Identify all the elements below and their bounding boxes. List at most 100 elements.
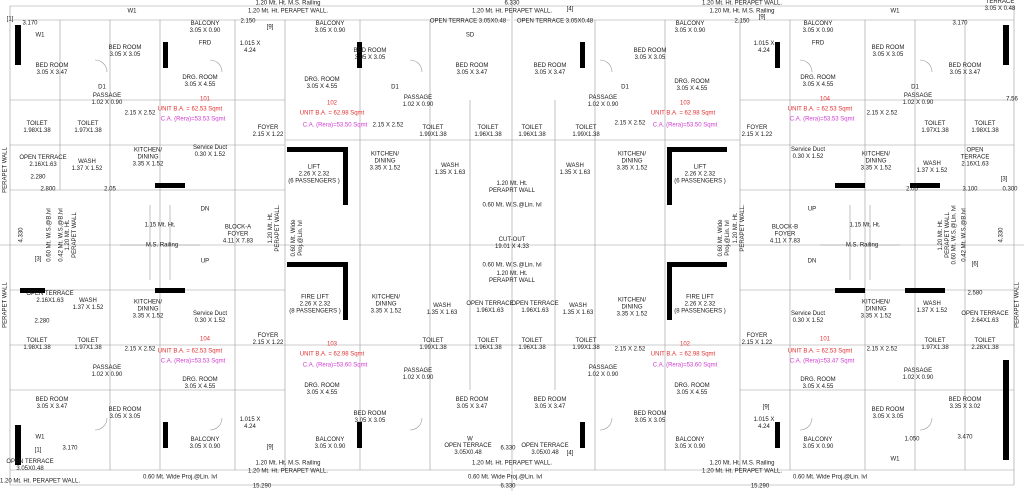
label-1050: 1.050 (904, 436, 920, 443)
room-bed-16: BED ROOM 3.35 X 3.02 (948, 397, 982, 410)
label-railing-top-1: 1.20 Mt. Ht. M.S. Railing (255, 0, 321, 7)
room-drg-5: DRG. ROOM 3.05 X 4.55 (182, 377, 218, 390)
label-d1-2: D1 (391, 84, 399, 91)
label-2280-top: 2.280 (30, 174, 46, 181)
unit-ba-104: UNIT B.A. = 62.53 Sqmt (787, 106, 853, 113)
label-railing-bottom-1: 1.20 Mt. Ht. M.S. Railing (255, 460, 321, 467)
label-railing-top-2: 1.20 Mt. Ht. M.S. Railing (709, 8, 775, 15)
label-wide-proj-b2: 0.60 Mt. Wide Proj.@Lin. lvl (467, 474, 543, 481)
room-wash-5: WASH 1.37 X 1.52 (72, 298, 104, 311)
room-toilet-9: TOILET 1.98X1.38 (23, 338, 51, 351)
label-wide-proj-b1: 0.60 Mt. Wide Proj.@Lin. lvl (142, 474, 218, 481)
label-parapet-center: 1.20 Mt. Ht. PERAPRT WALL (489, 181, 535, 194)
room-toilet-10: TOILET 1.97X1.38 (74, 338, 102, 351)
label-4330-r: 4.330 (998, 227, 1005, 243)
room-toilet-13: TOILET 1.96X1.38 (518, 338, 546, 351)
room-bed-6: BED ROOM 3.05 X 3.05 (633, 48, 667, 61)
label-ht-perapet-r: 1.20 Mt. Ht. PERAPET WALL (938, 212, 951, 258)
room-foyer-1: FOYER 2.15 X 1.22 (252, 125, 284, 138)
unit-ca-104-b: C.A. (Rera)=53.53 Sqmt (160, 358, 226, 365)
unit-number-104: 104 (819, 96, 831, 103)
label-3470: 3.470 (957, 434, 973, 441)
room-drg-2: DRG. ROOM 3.05 X 4.55 (304, 77, 340, 90)
room-drg-6: DRG. ROOM 3.05 X 4.55 (304, 383, 340, 396)
room-passage-8: PASSAGE 1.02 X 0.90 (902, 368, 934, 381)
label-up-1: UP (200, 258, 210, 265)
room-balcony-7: BALCONY 3.05 X 0.90 (674, 437, 706, 450)
room-open-terrace-b1: OPEN TERRACE 3.05X0.48 (444, 443, 492, 456)
label-ws-center-2: 0.60 Mt. W.S.@Lin. lvl (482, 262, 542, 269)
label-parapet-bottom-4: 1.20 Mt. Ht. PERAPET WALL. (0, 478, 81, 485)
label-6330-bottom: 6.330 (500, 483, 516, 490)
room-block-a: BLOCK-A FOYER 4.11 X 7.83 (222, 224, 254, 245)
unit-ba-103: UNIT B.A. = 62.98 Sqmt (650, 110, 716, 117)
label-frd-1: FRD (198, 40, 212, 47)
unit-ba-102-b: UNIT B.A. = 62.98 Sqmt (650, 351, 716, 358)
tag-9: [9] (266, 24, 274, 31)
label-1015-3: 1.015 X 4.24 (239, 417, 261, 430)
room-bed-15: BED ROOM 3.05 X 3.05 (871, 407, 905, 420)
label-parapet-bottom-1: 1.20 Mt. Ht. PERAPET WALL. (247, 468, 329, 475)
room-open-terrace-top-2: OPEN TERRACE 3.05X0.48 (516, 18, 594, 25)
label-parapet-bottom-3: 1.20 Mt. Ht. PERAPET WALL. (471, 460, 553, 467)
label-ms-ht-1: 1.15 Mt. Ht. (144, 222, 176, 229)
label-215-252-6: 2.15 X 2.52 (614, 346, 646, 353)
room-kitchen-8: KITCHEN/ DINING 3.35 X 1.52 (860, 299, 892, 320)
label-215-252-1: 2.15 X 2.52 (124, 110, 156, 117)
room-bed-2: BED ROOM 3.05 X 3.47 (35, 63, 69, 76)
room-open-terrace-top-1: OPEN TERRACE 3.05X0.48 (429, 18, 507, 25)
room-passage-3: PASSAGE 1.02 X 0.90 (587, 95, 619, 108)
room-open-terrace-2: OPEN TERRACE 2.16X1.63 (960, 147, 990, 168)
label-parapet-center-2: 1.20 Mt. Ht. PERAPRT WALL (489, 271, 535, 284)
room-foyer-3: FOYER 2.15 X 1.22 (252, 333, 284, 346)
room-toilet-5: TOILET 1.96X1.38 (518, 125, 546, 138)
label-w1: W1 (127, 8, 137, 15)
room-kitchen-4: KITCHEN/ DINING 3.35 X 1.52 (860, 151, 892, 172)
label-1015-1: 1.015 X 4.24 (239, 41, 261, 54)
room-open-terrace-3: OPEN TERRACE 2.16X1.63 (26, 291, 74, 304)
room-wash-4: WASH 1.37 X 1.52 (916, 161, 948, 174)
unit-ca-101: C.A. (Rera)=53.53 Sqmt (160, 116, 226, 123)
label-wide-proj-b3: 0.60 Mt. Wide Proj.@Lin. lvl (792, 474, 868, 481)
room-bed-7: BED ROOM 3.05 X 3.05 (871, 45, 905, 58)
tag-1: [1] (6, 16, 14, 23)
room-balcony-6: BALCONY 3.05 X 0.90 (314, 437, 346, 450)
room-toilet-6: TOILET 1.99X1.38 (572, 125, 600, 138)
room-bed-1: BED ROOM 3.05 X 3.05 (108, 45, 142, 58)
unit-ca-103-b: C.A. (Rera)=53.60 Sqmt (302, 362, 368, 369)
label-railing-bottom-2: 1.20 Mt. Ht. M.S. Railing (709, 460, 775, 467)
label-perapet-l1: PERAPET WALL (2, 147, 9, 193)
room-bed-5: BED ROOM 3.05 X 3.47 (533, 63, 567, 76)
room-drg-8: DRG. ROOM 3.05 X 4.55 (800, 377, 836, 390)
room-fire-lift-1: FIRE LIFT 2.26 X 2.32 (8 PASSENGERS ) (289, 294, 341, 315)
tag-3-l: [3] (34, 256, 42, 263)
label-ht-perapet-c1: 1.20 Mt. Ht. PERAPET WALL. (268, 204, 281, 252)
room-lift-1: LIFT 2.26 X 2.32 (6 PASSENGERS ) (288, 164, 340, 185)
room-open-terrace-6: OPEN TERRACE 2.64X1.63 (961, 311, 1009, 324)
room-bed-9: BED ROOM 3.05 X 3.47 (35, 397, 69, 410)
room-passage-1: PASSAGE 1.02 X 0.90 (91, 93, 123, 106)
label-wide-proj-c2: 0.60 Mt. Wide Proj.@Lin. lvl (718, 219, 731, 257)
label-ms-railing-1: M.S. Railing (145, 242, 179, 249)
room-bed-13: BED ROOM 3.05 X 3.47 (533, 397, 567, 410)
room-foyer-2: FOYER 2.15 X 1.22 (741, 125, 773, 138)
room-toilet-12: TOILET 1.96X1.38 (474, 338, 502, 351)
label-frd-2: FRD (811, 40, 825, 47)
label-ms-railing-2: M.S. Railing (845, 242, 879, 249)
room-lift-2: LIFT 2.26 X 2.32 (6 PASSENGERS ) (674, 164, 726, 185)
label-6330-b: 6.330 (500, 445, 516, 452)
unit-ba-104-b: UNIT B.A. = 62.53 Sqmt (157, 348, 223, 355)
tag-3-r: [3] (1000, 176, 1008, 183)
unit-ca-103: C.A. (Rera)=53.50 Sqmt (652, 122, 718, 129)
unit-ba-101: UNIT B.A. = 62.53 Sqmt (157, 106, 223, 113)
label-w1-left: W1 (35, 32, 45, 39)
room-toilet-4: TOILET 1.96X1.38 (474, 125, 502, 138)
label-sd: SD (465, 32, 475, 39)
service-duct-1: Service Duct 0.30 X 1.52 (192, 145, 228, 158)
label-ws-lin-r: 0.60 Mt. W.S.@Lin. lvl (951, 205, 958, 265)
label-dn-1: DN (200, 206, 210, 213)
room-block-b: BLOCK-B FOYER 4.11 X 7.83 (769, 224, 801, 245)
room-fire-lift-2: FIRE LIFT 2.26 X 2.32 (8 PASSENGERS ) (674, 294, 726, 315)
